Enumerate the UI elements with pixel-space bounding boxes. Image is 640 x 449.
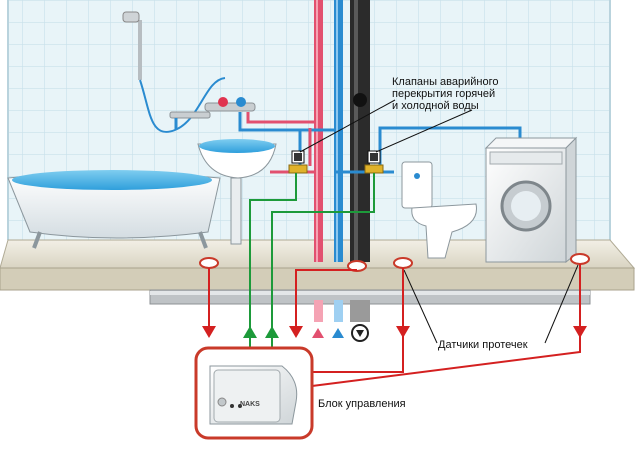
valve-signal-wires [249,173,375,348]
valves-label-line-3: и холодной воды [392,100,479,112]
flow-arrows [202,324,587,342]
device-brand: NAKS [240,401,260,408]
sensors-label: Датчики протечек [438,339,528,351]
control-unit-label: Блок управления [318,398,406,410]
washbasin [197,139,277,245]
emergency-valves [288,99,473,174]
bathtub [7,170,221,249]
shower-set [122,11,256,133]
valves-label-line-2: перекрытия горячей [392,88,496,100]
control-unit-frame [194,346,314,440]
valves-label: Клапаны аварийного перекрытия горячей и … [392,76,499,112]
valves-label-line-1: Клапаны аварийного [392,76,499,88]
toilet [401,161,477,259]
washing-machine [484,136,578,264]
sewer-tee [353,93,367,107]
leak-sensors [199,253,590,344]
